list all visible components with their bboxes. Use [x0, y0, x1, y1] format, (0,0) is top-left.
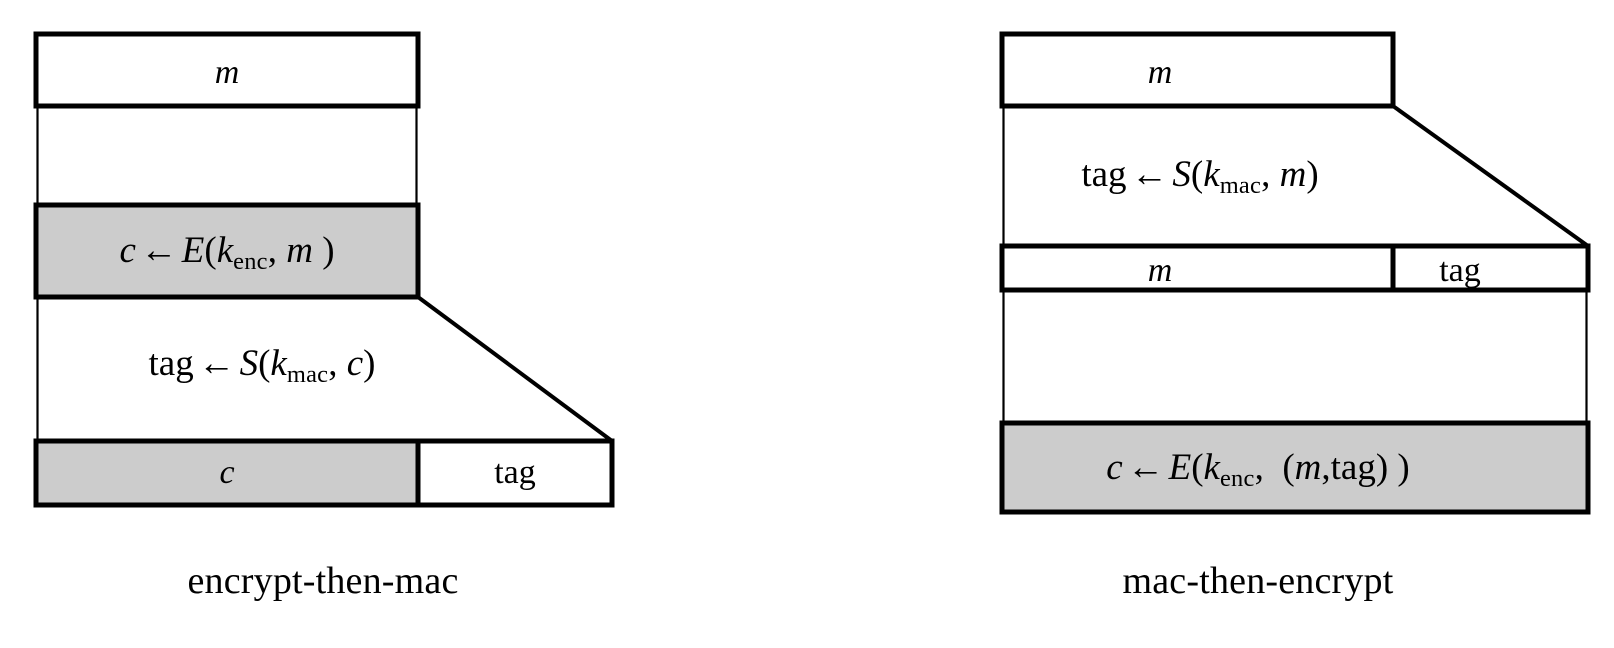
mte-intermediate-segment-message	[999, 243, 1396, 293]
etm-encrypt-arrow: ←	[140, 230, 178, 271]
mte-intermediate-tag-label: tag	[1439, 252, 1481, 289]
etm-output-ciphertext-label: c	[219, 454, 235, 491]
etm-caption: encrypt-then-mac	[187, 560, 459, 602]
mte-encrypt-comma: ,	[1254, 447, 1264, 488]
mte-encrypt-key: k	[1203, 447, 1220, 488]
etm-output-segment-tag	[415, 438, 615, 508]
etm-output-tag-label: tag	[494, 454, 536, 491]
mte-mac-paren-open: (	[1190, 154, 1204, 195]
etm-mac-formula: tag←S(kmac, c)	[149, 345, 376, 387]
etm-encrypt-function: E	[181, 230, 205, 271]
mte-caption: mac-then-encrypt	[1122, 560, 1394, 602]
etm-output-segment-ciphertext	[33, 438, 421, 508]
etm-encrypt-formula: c←E(kenc, m )	[119, 232, 334, 274]
etm-mac-key-subscript: mac	[286, 360, 329, 388]
etm-block-encrypt	[33, 202, 421, 300]
etm-encrypt-key: k	[216, 230, 234, 271]
mte-mac-function: S	[1172, 154, 1191, 195]
mte-encrypt-paren-close: )	[1397, 447, 1410, 488]
mte-mac-paren-close: )	[1306, 154, 1319, 195]
etm-encrypt-comma: ,	[267, 230, 277, 271]
mte-encrypt-paren-open: (	[1191, 447, 1204, 488]
etm-encrypt-paren-open: (	[204, 230, 217, 271]
etm-expansion-diagonal	[416, 295, 614, 443]
mte-block-encrypt	[999, 420, 1591, 515]
etm-encrypt-key-subscript: enc	[233, 247, 268, 275]
mte-encrypt-arg-tag: tag	[1330, 447, 1376, 488]
etm-mac-result: tag	[148, 343, 194, 384]
etm-mac-paren-close: )	[363, 343, 376, 384]
etm-encrypt-arg: m	[286, 230, 313, 271]
mte-encrypt-inner-paren-close: )	[1375, 447, 1389, 488]
mte-encrypt-inner-comma: ,	[1321, 447, 1331, 488]
etm-mac-paren-open: (	[258, 343, 271, 384]
etm-mac-key: k	[270, 343, 287, 384]
mte-encrypt-arg-message: m	[1294, 447, 1322, 488]
mte-intermediate-message-label: m	[1147, 252, 1173, 289]
etm-mac-arrow: ←	[198, 343, 236, 384]
etm-mac-comma: ,	[328, 343, 338, 384]
etm-encrypt-paren-close: )	[322, 230, 335, 271]
mte-mac-key-subscript: mac	[1219, 171, 1262, 199]
mte-intermediate-segment-tag	[1390, 243, 1591, 293]
mte-block-message	[999, 31, 1396, 109]
mte-mac-comma: ,	[1261, 154, 1271, 195]
mte-mac-result: tag	[1081, 154, 1127, 195]
mte-mac-arrow: ←	[1130, 154, 1168, 195]
etm-mac-arg: c	[346, 343, 364, 384]
etm-message-label: m	[214, 54, 240, 91]
mte-encrypt-result: c	[1106, 447, 1123, 488]
mte-encrypt-arrow: ←	[1127, 447, 1165, 488]
mte-encrypt-function: E	[1168, 447, 1192, 488]
mte-expansion-diagonal	[1391, 104, 1590, 248]
etm-encrypt-result: c	[119, 230, 136, 271]
etm-block-message	[33, 31, 421, 109]
mte-mac-key: k	[1203, 154, 1220, 195]
mte-encrypt-inner-paren-open: (	[1282, 447, 1295, 488]
mte-mac-formula: tag←S(kmac, m)	[1081, 156, 1318, 198]
mte-encrypt-key-subscript: enc	[1219, 464, 1255, 492]
mte-mac-arg: m	[1279, 154, 1307, 195]
etm-mac-function: S	[239, 343, 259, 384]
mte-encrypt-formula: c←E(kenc, (m,tag) )	[1106, 449, 1409, 491]
mte-message-label: m	[1147, 54, 1173, 91]
